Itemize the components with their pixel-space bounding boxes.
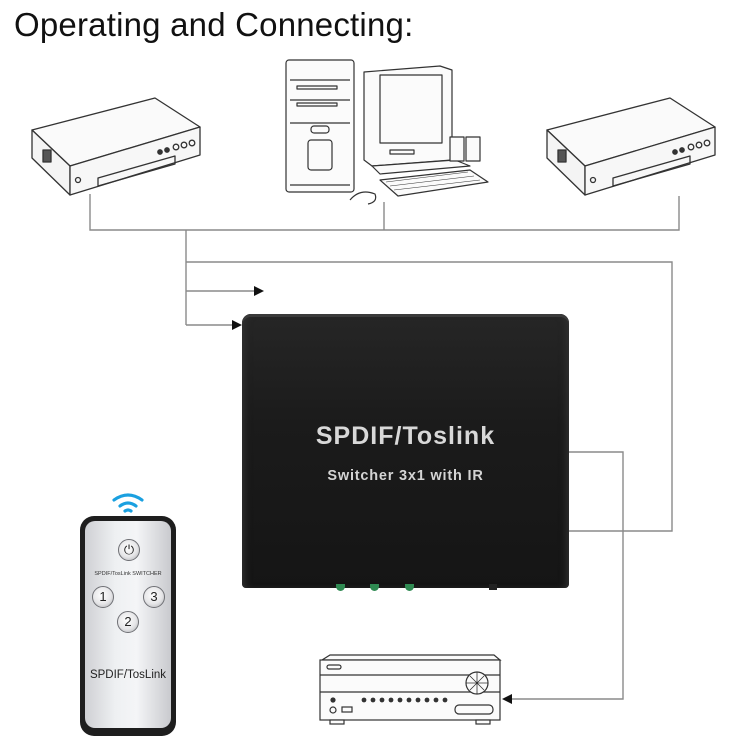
remote-power-button[interactable]: ⏻: [118, 539, 140, 561]
computer-icon: [285, 59, 489, 205]
ir-remote-control: ⏻ SPDIF/TosLink SWITCHER 1 2 3 SPDIF/Tos…: [80, 516, 176, 736]
ir-signal-icon: [112, 493, 144, 513]
remote-label-big: SPDIF/TosLink: [89, 669, 167, 681]
dvd-player-icon: [31, 97, 201, 196]
remote-button-3[interactable]: 3: [143, 586, 165, 608]
led-indicator-1: [336, 584, 345, 591]
remote-button-2[interactable]: 2: [117, 611, 139, 633]
led-indicator-2: [370, 584, 379, 591]
remote-button-1[interactable]: 1: [92, 586, 114, 608]
amplifier-icon: [319, 654, 502, 725]
remote-label-small: SPDIF/TosLink SWITCHER: [94, 571, 162, 577]
ir-jack: [489, 584, 497, 590]
switcher-subtitle: Switcher 3x1 with IR: [327, 468, 484, 484]
led-indicator-3: [405, 584, 414, 591]
page-title: Operating and Connecting:: [14, 6, 414, 43]
dvd-player-icon: [546, 97, 716, 196]
remote-face: ⏻ SPDIF/TosLink SWITCHER 1 2 3 SPDIF/Tos…: [85, 521, 171, 728]
connection-lines: [89, 194, 680, 704]
switcher-title: SPDIF/Toslink: [315, 422, 496, 450]
spdif-switcher-device: SPDIF/Toslink Switcher 3x1 with IR: [242, 314, 569, 588]
